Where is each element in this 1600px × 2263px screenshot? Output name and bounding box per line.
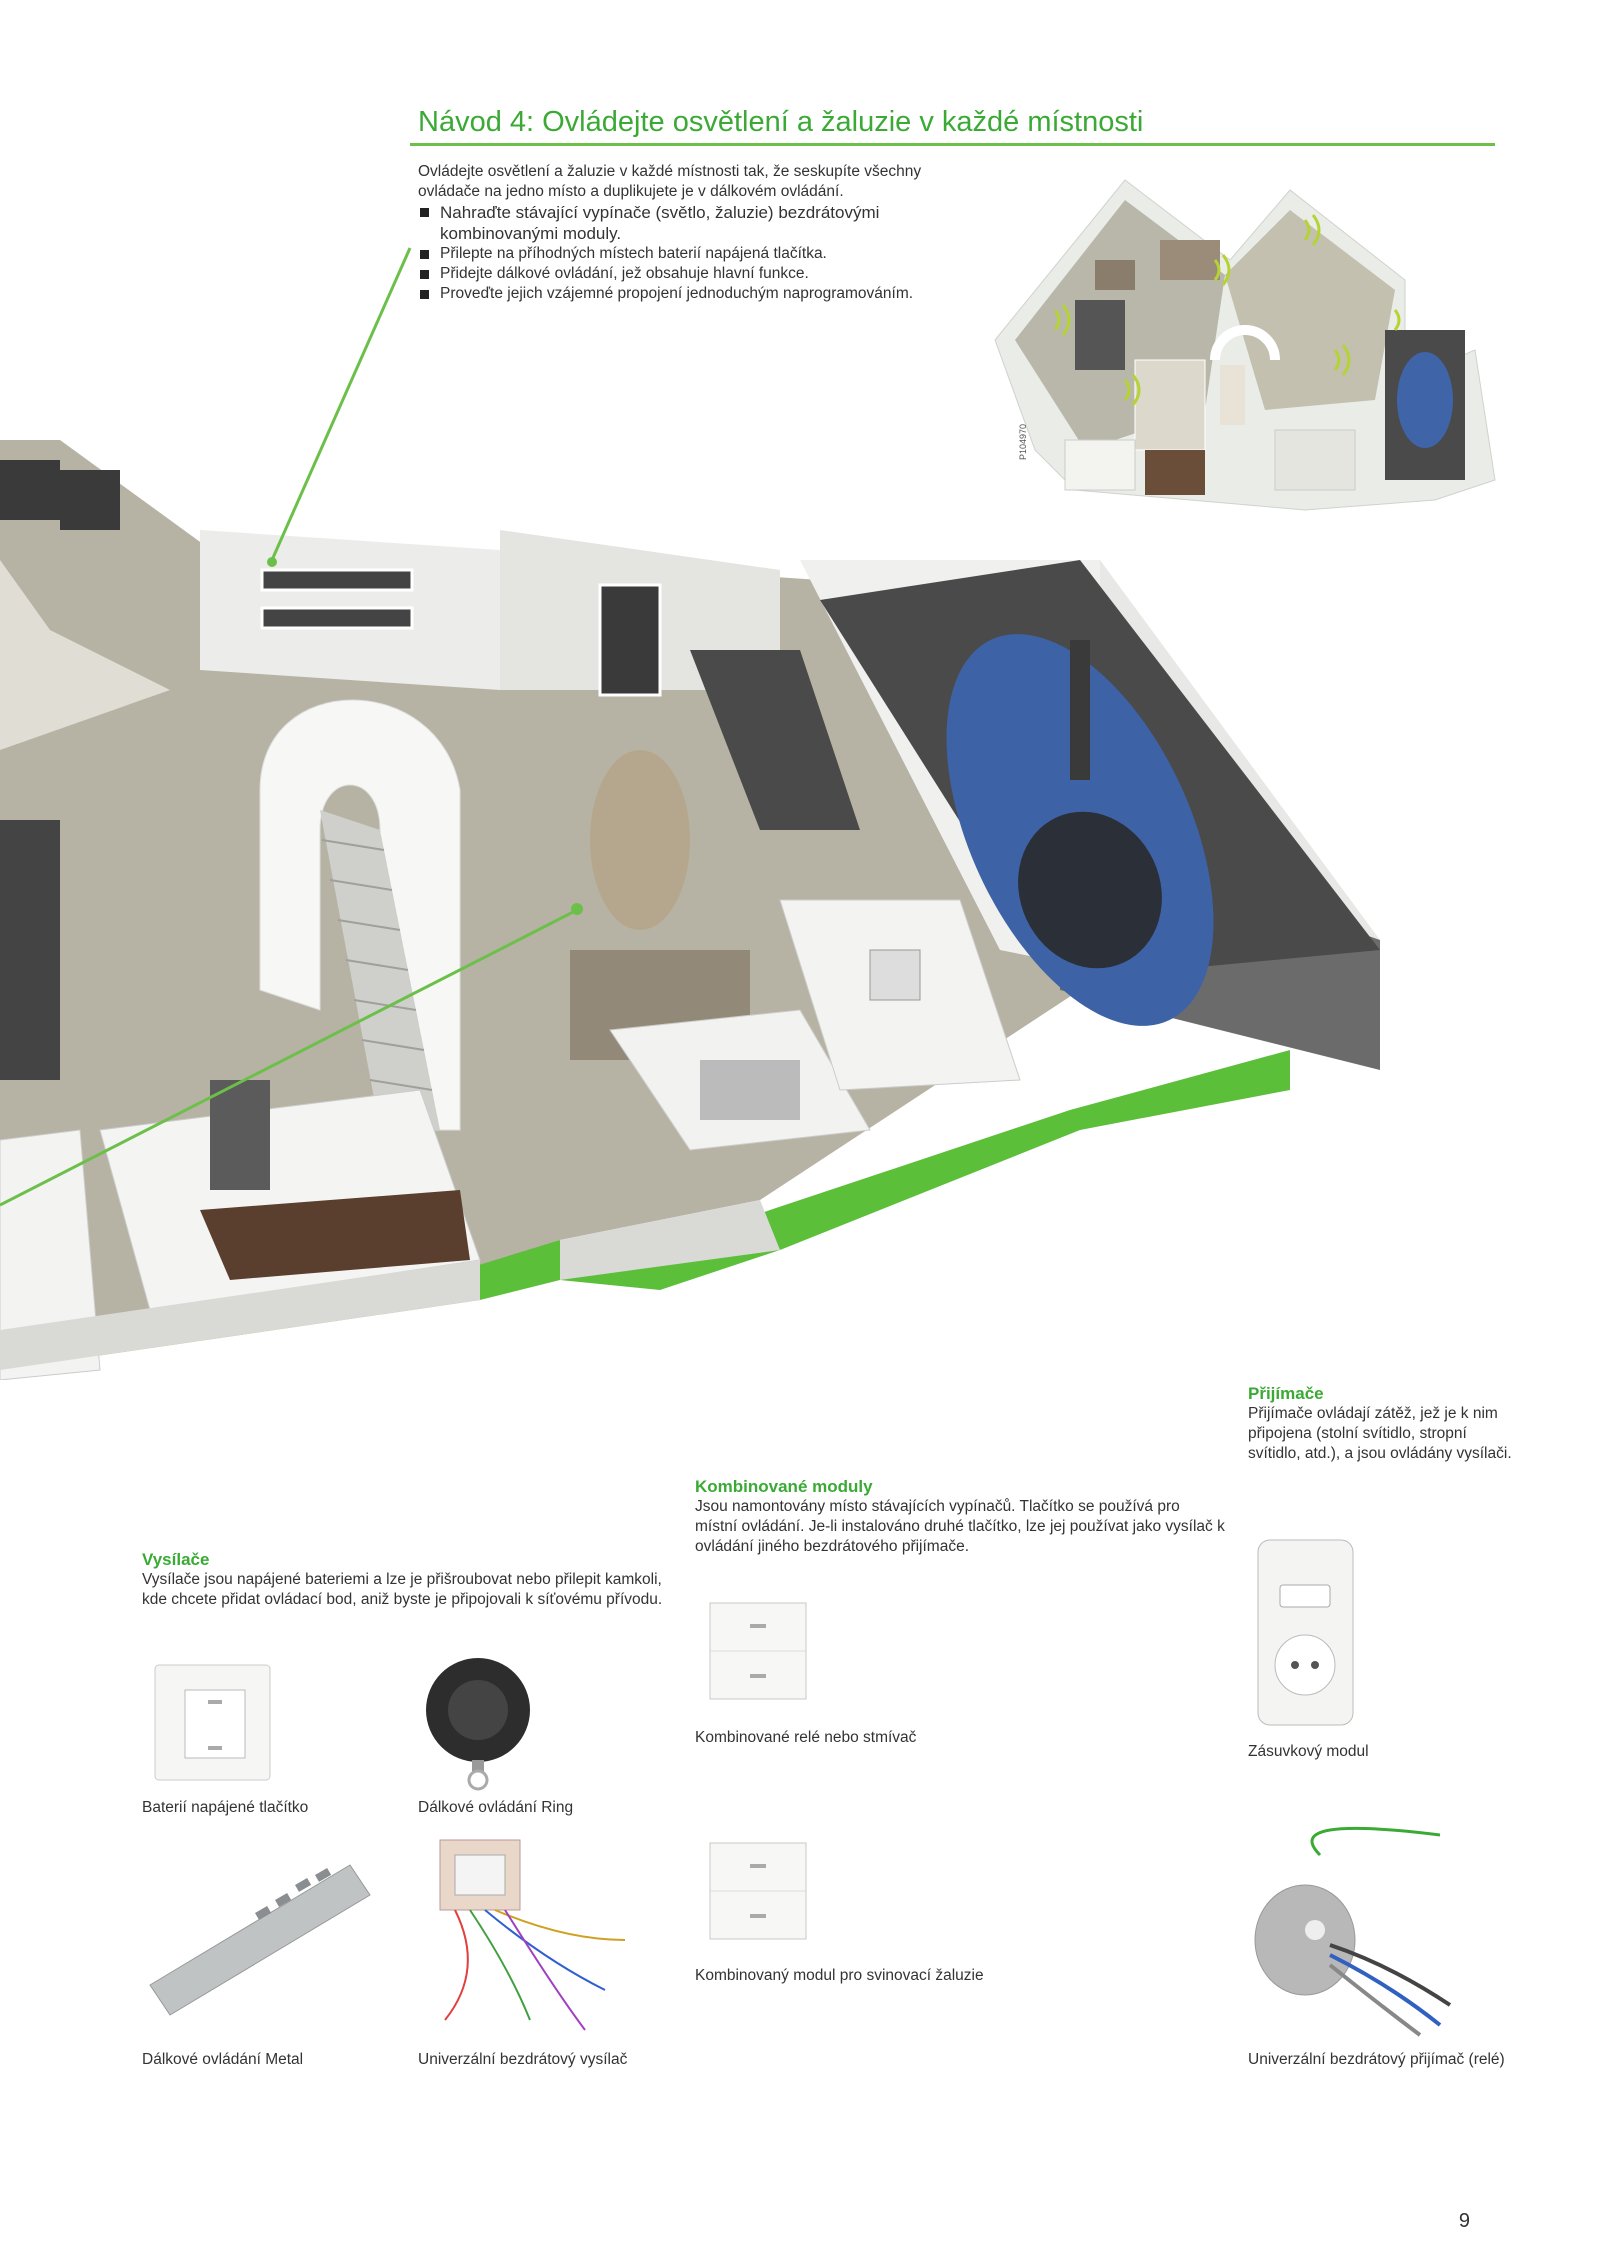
combined-relay-dimmer-image: [709, 1602, 807, 1700]
plug-module-image: [1257, 1539, 1354, 1726]
section-text: Jsou namontovány místo stávajících vypín…: [695, 1498, 1225, 1555]
roller-shutter-module-image: [709, 1842, 807, 1940]
product-caption: Univerzální bezdrátový přijímač (relé): [1248, 2051, 1505, 2068]
section-title: Kombinované moduly: [695, 1477, 873, 1496]
page-title: Návod 4: Ovládejte osvětlení a žaluzie v…: [418, 106, 1144, 138]
product-caption: Baterií napájené tlačítko: [142, 1799, 309, 1816]
product-caption: Kombinované relé nebo stmívač: [695, 1729, 917, 1746]
house-overview-illustration: [994, 179, 1496, 511]
title-rule: [410, 143, 1495, 146]
intro-block: Ovládejte osvětlení a žaluzie v každé mí…: [418, 162, 938, 304]
page-number: 9: [1458, 2210, 1470, 2232]
product-caption: Kombinovaný modul pro svinovací žaluzie: [695, 1967, 984, 1984]
section-title: Vysílače: [142, 1550, 210, 1569]
universal-receiver-image: [1254, 1826, 1452, 2037]
combined-modules-section: Kombinované moduly Jsou namontovány míst…: [695, 1477, 1225, 1557]
receivers-section: Přijímače Přijímače ovládají zátěž, jež …: [1248, 1384, 1513, 1464]
product-caption: Univerzální bezdrátový vysílač: [418, 2051, 628, 2068]
section-title: Přijímače: [1248, 1384, 1324, 1403]
product-caption: Dálkové ovládání Metal: [142, 2051, 304, 2068]
intro-bullet: Nahraďte stávající vypínače (světlo, žal…: [418, 202, 938, 244]
intro-bullet: Přilepte na příhodných místech baterií n…: [418, 244, 938, 264]
intro-bullets: Nahraďte stávající vypínače (světlo, žal…: [418, 202, 938, 304]
section-text: Vysílače jsou napájené bateriemi a lze j…: [142, 1571, 663, 1608]
battery-push-button-image: [154, 1664, 271, 1781]
product-caption: Zásuvkový modul: [1248, 1743, 1369, 1760]
universal-transmitter-image: [439, 1839, 626, 2031]
section-text: Přijímače ovládají zátěž, jež je k nim p…: [1248, 1405, 1512, 1462]
intro-bullet: Proveďte jejich vzájemné propojení jedno…: [418, 284, 938, 304]
intro-text: Ovládejte osvětlení a žaluzie v každé mí…: [418, 163, 922, 200]
metal-remote-image: [149, 1864, 371, 2016]
ring-remote-image: [426, 1658, 530, 1791]
transmitters-section: Vysílače Vysílače jsou napájené bateriem…: [142, 1550, 682, 1610]
intro-bullet: Přidejte dálkové ovládání, jež obsahuje …: [418, 264, 938, 284]
house-main-illustration: [0, 247, 1380, 1380]
product-caption: Dálkové ovládání Ring: [418, 1799, 574, 1816]
